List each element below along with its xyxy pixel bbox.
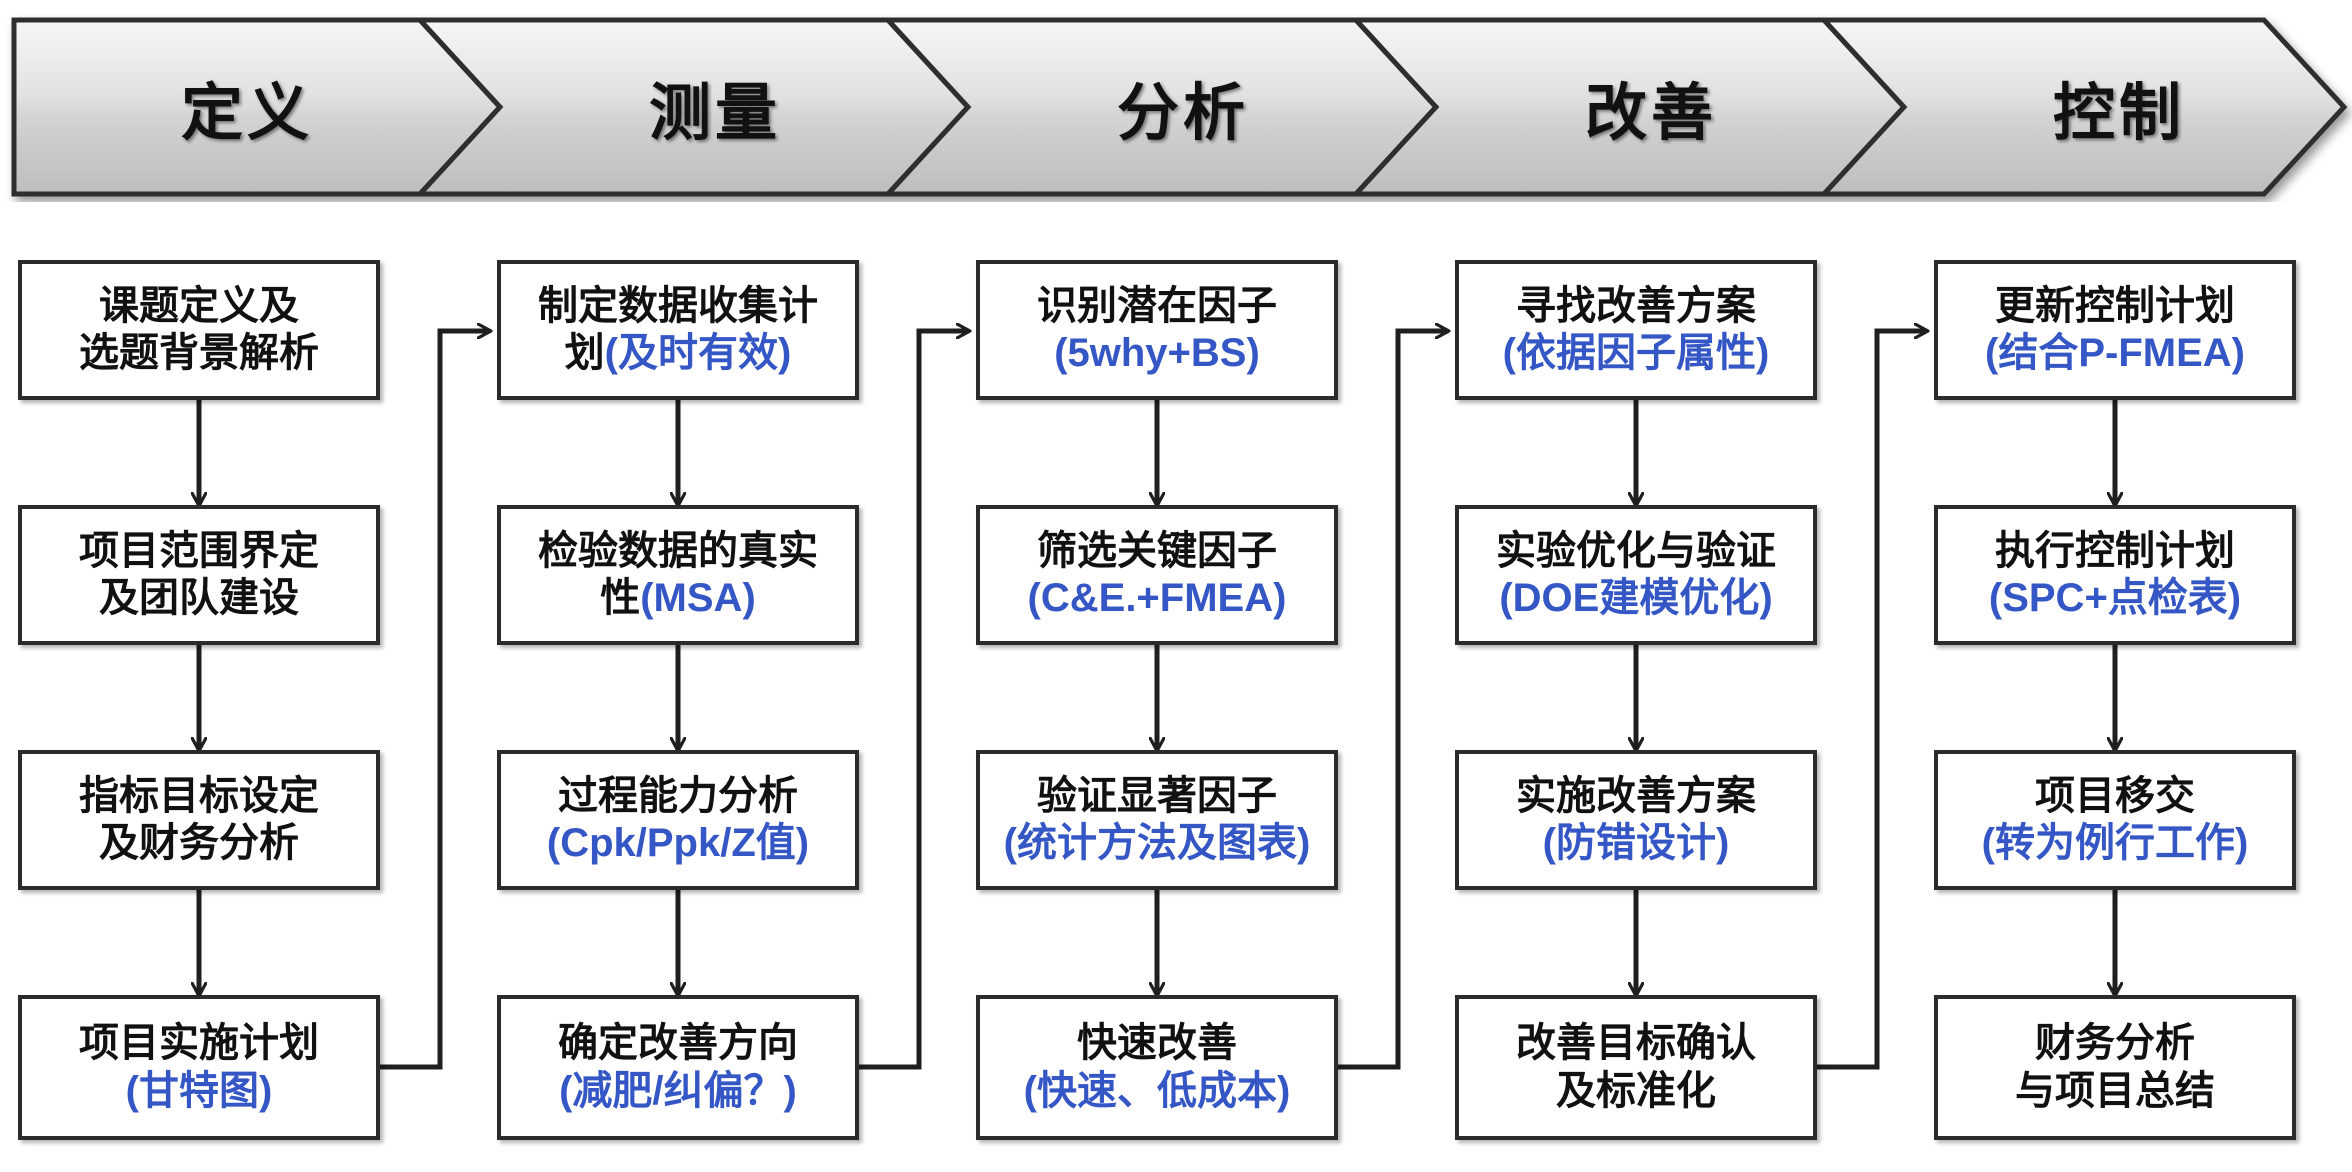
node-line1: 项目移交 [2035,773,2195,818]
node-improve-2[interactable]: 实验优化与验证 (DOE建模优化) [1455,505,1817,645]
node-line2-accent: (MSA) [640,576,756,620]
phase-chevron-1 [11,17,504,197]
node-control-4[interactable]: 财务分析 与项目总结 [1934,995,2296,1140]
node-measure-1[interactable]: 制定数据收集计 划(及时有效) [497,260,859,400]
node-analyze-3[interactable]: 验证显著因子 (统计方法及图表) [976,750,1338,890]
node-define-4[interactable]: 项目实施计划 (甘特图) [18,995,380,1140]
node-line2: 与项目总结 [2015,1068,2215,1113]
node-control-2[interactable]: 执行控制计划 (SPC+点检表) [1934,505,2296,645]
phase-chevron-5 [1818,17,2348,197]
node-line1: 验证显著因子 [1037,773,1277,818]
node-line1: 课题定义及 [99,283,299,328]
node-measure-4[interactable]: 确定改善方向 (减肥/纠偏？) [497,995,859,1140]
node-line2: 划(及时有效) [565,330,792,377]
node-line2-black: 性 [600,576,641,620]
node-line2-accent: (及时有效) [604,331,792,375]
flow-body: 课题定义及 选题背景解析 项目范围界定 及团队建设 指标目标设定 及财务分析 项… [0,205,2352,1172]
phase-chevron-2 [414,17,972,197]
connector-measure-to-analyze [859,331,969,1070]
node-line2: (C&E.+FMEA) [1027,576,1287,620]
node-line1: 识别潜在因子 [1037,283,1277,328]
node-improve-1[interactable]: 寻找改善方案 (依据因子属性) [1455,260,1817,400]
node-line2: (快速、低成本) [1023,1068,1291,1113]
node-line1: 改善目标确认 [1516,1021,1756,1066]
node-line1: 执行控制计划 [1995,528,2235,573]
connector-define-to-measure [380,331,490,1070]
node-line1: 确定改善方向 [558,1021,798,1066]
phase-banner-shapes [11,17,2348,197]
node-line1: 实验优化与验证 [1496,528,1776,573]
node-control-1[interactable]: 更新控制计划 (结合P-FMEA) [1934,260,2296,400]
phase-chevron-3 [882,17,1440,197]
node-line2: 选题背景解析 [79,331,319,375]
phase-banner: 定义 测量 分析 改善 控制 [0,12,2352,202]
node-line2: (减肥/纠偏？) [559,1068,797,1113]
node-line2: (防错设计) [1542,821,1730,865]
node-define-2[interactable]: 项目范围界定 及团队建设 [18,505,380,645]
node-define-1[interactable]: 课题定义及 选题背景解析 [18,260,380,400]
node-line2: (甘特图) [125,1068,273,1113]
node-line2: 及标准化 [1556,1068,1716,1113]
node-line2: (DOE建模优化) [1499,576,1773,620]
node-line2: (结合P-FMEA) [1985,331,2245,375]
node-line2: (依据因子属性) [1502,331,1770,375]
node-improve-4[interactable]: 改善目标确认 及标准化 [1455,995,1817,1140]
node-line1: 过程能力分析 [558,773,798,818]
connector-analyze-to-improve [1338,331,1448,1070]
node-line2-black: 划 [564,331,605,375]
node-line1: 筛选关键因子 [1037,528,1277,573]
node-line1: 财务分析 [2035,1021,2195,1066]
node-line1: 项目实施计划 [79,1021,319,1066]
node-line1: 项目范围界定 [79,528,319,573]
node-line2: 及团队建设 [99,576,299,620]
node-line1: 寻找改善方案 [1516,283,1756,328]
node-define-3[interactable]: 指标目标设定 及财务分析 [18,750,380,890]
node-control-3[interactable]: 项目移交 (转为例行工作) [1934,750,2296,890]
node-line1: 更新控制计划 [1995,283,2235,328]
node-line2: (转为例行工作) [1981,821,2249,865]
node-line2: 及财务分析 [99,821,299,865]
node-line1: 指标目标设定 [79,773,319,818]
node-line1: 快速改善 [1077,1021,1237,1066]
phase-chevron-4 [1350,17,1908,197]
node-measure-2[interactable]: 检验数据的真实 性(MSA) [497,505,859,645]
node-line1: 检验数据的真实 [538,528,818,573]
node-line1: 实施改善方案 [1516,773,1756,818]
node-line2: 性(MSA) [600,575,756,622]
node-line2: (SPC+点检表) [1988,576,2242,620]
node-improve-3[interactable]: 实施改善方案 (防错设计) [1455,750,1817,890]
node-measure-3[interactable]: 过程能力分析 (Cpk/Ppk/Z值) [497,750,859,890]
node-line2: (统计方法及图表) [1003,821,1311,865]
node-line2: (Cpk/Ppk/Z值) [546,821,810,865]
connector-improve-to-control [1817,331,1927,1070]
node-line2: (5why+BS) [1054,331,1260,375]
node-analyze-4[interactable]: 快速改善 (快速、低成本) [976,995,1338,1140]
node-analyze-2[interactable]: 筛选关键因子 (C&E.+FMEA) [976,505,1338,645]
node-analyze-1[interactable]: 识别潜在因子 (5why+BS) [976,260,1338,400]
node-line1: 制定数据收集计 [538,283,818,328]
